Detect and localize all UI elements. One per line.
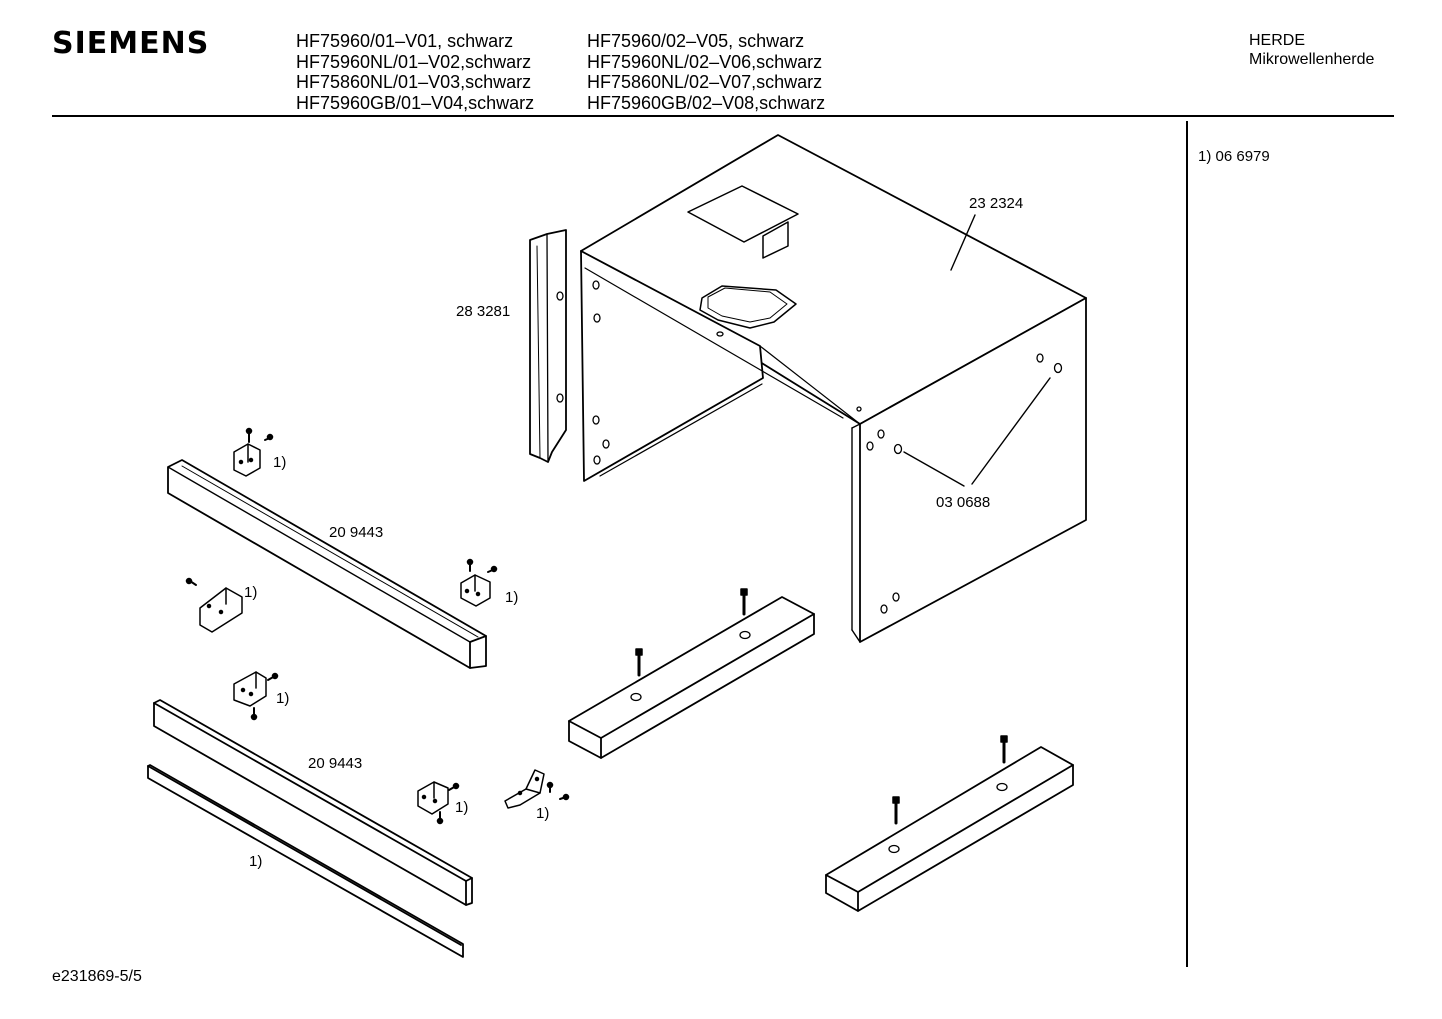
foot-screws [635, 588, 1008, 825]
bracket-upper-left [233, 427, 274, 477]
model-line: HF75960/01–V01, schwarz [296, 31, 514, 51]
model-line: HF75860NL/02–V07,schwarz [587, 72, 823, 92]
label-side-rail: 28 3281 [456, 303, 510, 320]
model-list-2: HF75960/02–V05, schwarz HF75960NL/02–V06… [587, 31, 825, 113]
footnote: 1) 06 6979 [1198, 148, 1270, 165]
thin-strip-part [147, 764, 464, 958]
model-line: HF75960NL/02–V06,schwarz [587, 51, 823, 72]
label-spacer: 03 0688 [936, 494, 990, 511]
model-line: HF75860NL/01–V03,schwarz [296, 72, 532, 92]
foot-block-2 [825, 746, 1074, 912]
label-lower-trim: 20 9443 [308, 755, 362, 772]
model-line: HF75960GB/02–V08,schwarz [587, 92, 826, 113]
model-line: HF75960NL/01–V02,schwarz [296, 51, 532, 72]
label-ref: 1) [505, 589, 518, 606]
model-line: HF75960GB/01–V04,schwarz [296, 92, 535, 113]
header-divider [52, 115, 1394, 117]
bracket-mid-right [460, 558, 498, 607]
category-title: HERDE [1249, 32, 1306, 49]
lower-trim-part [153, 699, 473, 906]
bracket-lower-right [504, 769, 570, 809]
label-upper-trim: 20 9443 [329, 524, 383, 541]
document-id: e231869-5/5 [52, 968, 142, 985]
housing-part [580, 134, 1087, 643]
leader-lines [903, 214, 1051, 487]
label-ref: 1) [249, 853, 262, 870]
category-subtitle: Mikrowellenherde [1249, 51, 1375, 68]
model-line: HF75960/02–V05, schwarz [587, 31, 805, 51]
bracket-mid-left [185, 577, 243, 633]
siemens-logo: SIEMENS [52, 26, 210, 61]
bracket-lower-left [233, 671, 279, 721]
sidebar-divider [1186, 121, 1188, 967]
label-ref: 1) [455, 799, 468, 816]
model-list-1: HF75960/01–V01, schwarz HF75960NL/01–V02… [296, 31, 534, 113]
label-housing: 23 2324 [969, 195, 1023, 212]
label-ref: 1) [273, 454, 286, 471]
foot-block-1 [568, 596, 815, 759]
label-ref: 1) [536, 805, 549, 822]
category-block: HERDE Mikrowellenherde [1249, 31, 1374, 69]
bracket-lower-middle [417, 781, 460, 825]
upper-trim-part [167, 459, 487, 669]
side-rail-part [529, 229, 567, 463]
label-ref: 1) [276, 690, 289, 707]
label-ref: 1) [244, 584, 257, 601]
